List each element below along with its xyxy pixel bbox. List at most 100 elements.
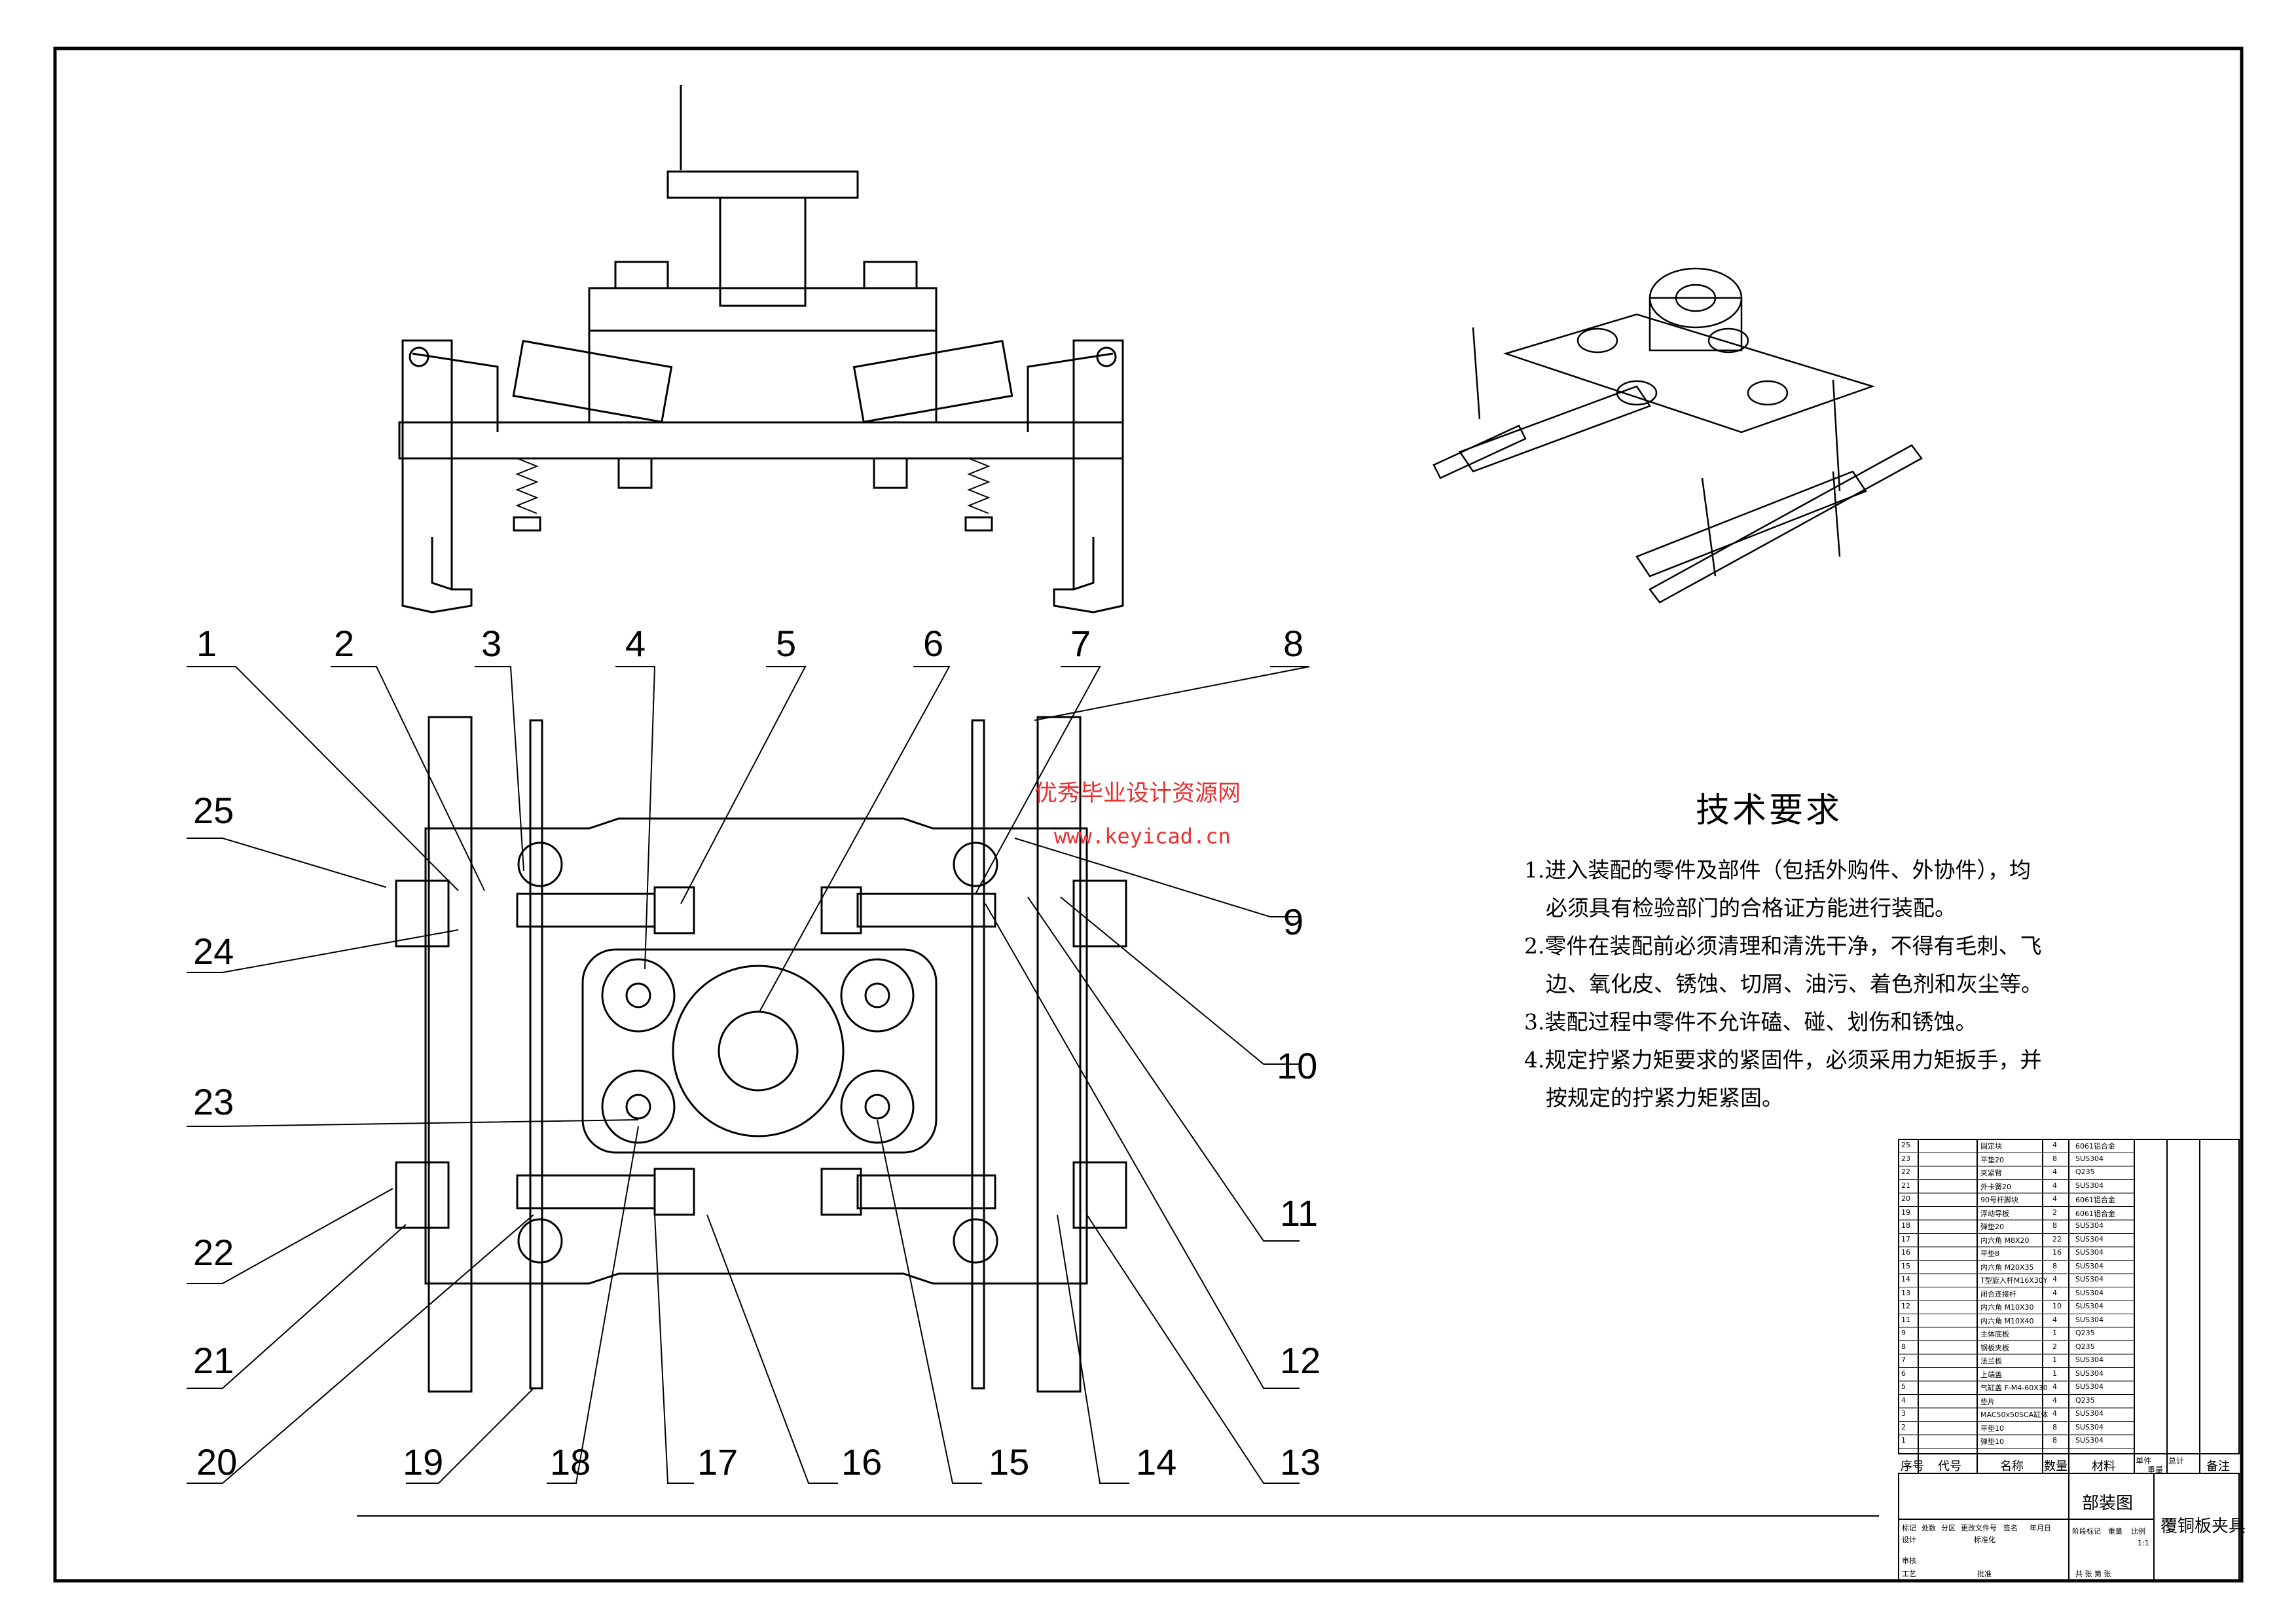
bom-cell-mat: SUS304: [2075, 1369, 2104, 1378]
watermark-url[interactable]: www.keyicad.cn: [1054, 824, 1231, 849]
callout-5: 5: [776, 623, 797, 664]
bom-cell-no: 23: [1901, 1154, 1910, 1163]
callout-11: 11: [1280, 1192, 1319, 1234]
bom-table: [1898, 1139, 2240, 1582]
bom-cell-no: 11: [1901, 1315, 1910, 1324]
bom-cell-no: 9: [1901, 1329, 1906, 1337]
tech-requirement-line: 边、氧化皮、锈蚀、切屑、油污、着色剂和灰尘等。: [1524, 971, 2043, 997]
bom-cell-qty: 4: [2052, 1168, 2057, 1176]
bom-cell-mat: SUS304: [2075, 1154, 2104, 1163]
bom-cell-qty: 4: [2052, 1409, 2057, 1418]
tech-requirement-line: 1.进入装配的零件及部件（包括外购件、外协件），均: [1524, 857, 2031, 883]
tech-requirement-line: 按规定的拧紧力矩紧固。: [1524, 1085, 1783, 1111]
bom-cell-qty: 4: [2052, 1194, 2057, 1203]
bom-cell-mat: SUS304: [2075, 1382, 2104, 1391]
bom-cell-qty: 2: [2052, 1342, 2057, 1351]
tech-requirement-line: 4.规定拧紧力矩要求的紧固件，必须采用力矩扳手，并: [1524, 1047, 2042, 1073]
bom-cell-no: 16: [1901, 1248, 1910, 1257]
bom-cell-qty: 8: [2052, 1154, 2057, 1163]
bom-cell-no: 20: [1901, 1194, 1910, 1203]
bom-cell-mat: SUS304: [2075, 1261, 2104, 1270]
bom-cell-no: 2: [1901, 1422, 1906, 1431]
bom-header-weight: 重量: [2147, 1466, 2164, 1475]
bom-header-code: 代号: [1938, 1460, 1961, 1473]
callout-21: 21: [193, 1340, 234, 1381]
tb-label-scale: 比例: [2131, 1527, 2145, 1536]
bom-cell-mat: SUS304: [2075, 1422, 2104, 1431]
top-view: [395, 716, 1127, 1393]
bom-cell-qty: 1: [2052, 1369, 2057, 1378]
product-name: 覆铜板夹具: [2160, 1517, 2246, 1536]
bom-cell-no: 8: [1901, 1342, 1906, 1351]
tb-label-date: 年月日: [2030, 1524, 2051, 1532]
bom-cell-no: 21: [1901, 1181, 1910, 1190]
tb-label-weight: 重量: [2108, 1527, 2123, 1536]
tb-label-sign: 签名: [2003, 1524, 2018, 1532]
bom-cell-mat: SUS304: [2075, 1288, 2104, 1297]
bom-cell-mat: SUS304: [2075, 1436, 2104, 1445]
bom-cell-no: 1: [1901, 1436, 1906, 1445]
tech-requirement-line: 3.装配过程中零件不允许磕、碰、划伤和锈蚀。: [1524, 1009, 1977, 1035]
tb-label-design: 设计: [1902, 1536, 1916, 1544]
bom-cell-name: 垫片: [1980, 1397, 1995, 1406]
front-view: [398, 85, 1124, 614]
bom-header-qty: 数量: [2044, 1460, 2068, 1473]
bom-cell-mat: 6061铝合金: [2075, 1209, 2115, 1218]
bom-cell-name: T型旋入杆M16X30Y: [1980, 1276, 2048, 1285]
bom-cell-no: 13: [1901, 1288, 1910, 1297]
bom-cell-name: 夹紧臂: [1980, 1169, 2002, 1177]
callout-12: 12: [1280, 1340, 1321, 1381]
bom-cell-mat: SUS304: [2075, 1315, 2104, 1324]
bom-cell-qty: 8: [2052, 1261, 2057, 1270]
tech-requirement-line: 必须具有检验部门的合格证方能进行装配。: [1524, 895, 1956, 921]
tb-label-stage-mark: 阶段标记: [2072, 1527, 2101, 1536]
callout-14: 14: [1136, 1441, 1177, 1483]
bom-cell-no: 5: [1901, 1382, 1906, 1391]
callout-9: 9: [1283, 901, 1304, 942]
bom-cell-no: 25: [1901, 1141, 1910, 1149]
callout-4: 4: [625, 623, 646, 664]
callout-20: 20: [196, 1441, 238, 1483]
callout-1: 1: [196, 623, 217, 664]
bom-cell-name: 法兰板: [1980, 1357, 2002, 1365]
bom-cell-qty: 8: [2052, 1221, 2057, 1230]
bom-cell-qty: 4: [2052, 1275, 2057, 1283]
callout-8: 8: [1283, 623, 1304, 664]
bom-cell-qty: 2: [2052, 1208, 2057, 1217]
bom-header-unit-weight: 单件: [2136, 1456, 2152, 1466]
bom-cell-mat: Q235: [2075, 1342, 2095, 1351]
bom-header-name: 名称: [2000, 1460, 2024, 1473]
bom-cell-name: 闭合连接杆: [1980, 1289, 2016, 1299]
watermark-text: 优秀毕业设计资源网: [1034, 781, 1241, 807]
bom-cell-qty: 4: [2052, 1395, 2057, 1405]
bom-cell-mat: SUS304: [2075, 1275, 2104, 1283]
callout-6: 6: [923, 623, 944, 664]
bom-cell-name: 内六角 M8X20: [1980, 1236, 2030, 1245]
bom-cell-mat: SUS304: [2075, 1248, 2104, 1257]
bom-cell-qty: 16: [2052, 1248, 2062, 1257]
bom-cell-no: 6: [1901, 1369, 1906, 1378]
callout-22: 22: [193, 1232, 234, 1273]
drawing-type: 部装图: [2082, 1494, 2134, 1513]
bom-cell-name: 钢板夹板: [1980, 1343, 2009, 1352]
callout-7: 7: [1070, 623, 1091, 664]
bom-cell-qty: 4: [2052, 1315, 2057, 1324]
bom-cell-no: 19: [1901, 1208, 1910, 1217]
callout-25: 25: [193, 790, 234, 831]
bom-cell-qty: 1: [2052, 1356, 2057, 1364]
tb-label-standard: 标准化: [1974, 1536, 1995, 1544]
bom-header-no: 序号: [1901, 1460, 1924, 1473]
bom-cell-name: 弹垫10: [1980, 1437, 2004, 1446]
bom-cell-mat: 6061铝合金: [2075, 1196, 2115, 1204]
bom-cell-mat: SUS304: [2075, 1181, 2104, 1190]
bom-cell-qty: 4: [2052, 1288, 2057, 1297]
bom-cell-no: 12: [1901, 1302, 1910, 1310]
callout-13: 13: [1280, 1441, 1321, 1483]
bom-cell-mat: SUS304: [2075, 1302, 2104, 1310]
bom-cell-name: 浮动导板: [1980, 1209, 2009, 1218]
bom-cell-no: 3: [1901, 1409, 1906, 1418]
leader-lines: [187, 666, 1310, 1484]
callout-2: 2: [334, 623, 355, 664]
